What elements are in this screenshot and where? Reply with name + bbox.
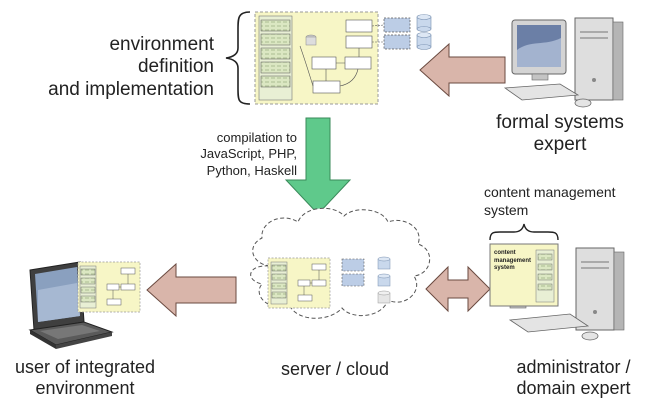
desktop-computer-icon [508,247,625,341]
database-icon [416,14,432,32]
label-line: definition [137,56,214,78]
compilation-arrow [284,117,352,215]
cms-box-label: content management system [494,250,531,273]
user-label: user of integrated environment [0,357,170,399]
database-icon [377,290,391,304]
cloud-environment-diagram [267,256,391,309]
label-line: JavaScript, PHP, [200,146,297,162]
laptop-icon [28,261,114,349]
compilation-label: compilation to JavaScript, PHP, Python, … [200,130,297,179]
label-line: Python, Haskell [206,162,297,178]
label-line: content management [484,184,616,200]
curly-brace [225,11,251,105]
arrow-left-top [419,42,506,98]
label-line: user of integrated [14,357,156,377]
environment-definition-diagram [225,11,432,105]
arrow-double [425,265,491,313]
label-line: expert [533,134,587,156]
formal-systems-expert-label: formal systems expert [490,112,630,157]
laptop-environment-diagram [77,261,141,313]
label-line: compilation to [216,130,297,145]
label-line: formal systems [496,112,624,133]
admin-label: administrator / domain expert [500,357,647,399]
cms-label: content management system [484,184,616,219]
database-icon [416,32,432,50]
environment-definition-label: environment definition and implementatio… [48,34,214,101]
label-line: administrator / [516,357,631,377]
label-line: and implementation [48,78,214,100]
cms-brace [489,223,559,241]
label-line: environment [35,378,135,399]
arrow-left-bottom [146,262,237,318]
label-line: environment [109,34,214,55]
label-line: system [494,265,515,271]
label-line: domain expert [516,378,631,399]
label-line: system [484,201,529,218]
database-icon [377,273,391,287]
label-line: management [494,257,532,264]
database-icon [377,256,391,270]
desktop-computer-icon [503,17,624,108]
server-label: server / cloud [280,359,390,379]
label-line: content [494,250,516,256]
